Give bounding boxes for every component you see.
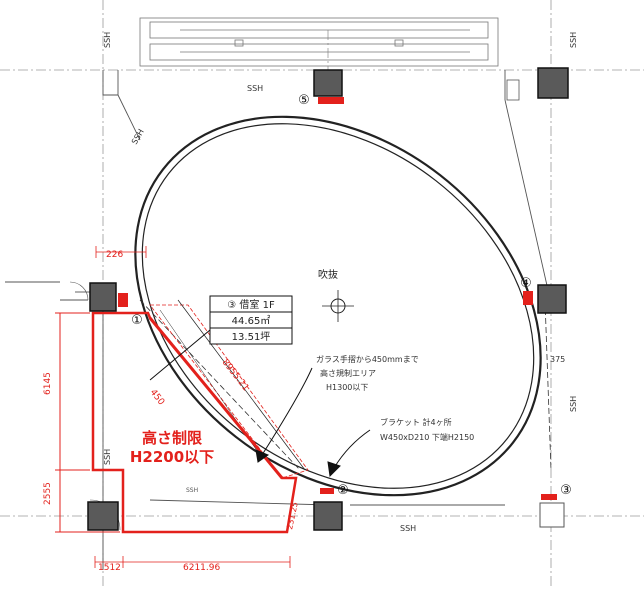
ssh-label: SSH	[247, 84, 263, 93]
escalator-area	[139, 17, 499, 67]
marker-3: ③	[560, 483, 572, 498]
dim-top: 226	[106, 250, 123, 260]
area-boundary-dashed	[139, 299, 552, 471]
height-limit-line1: 高さ制限	[142, 429, 202, 447]
marker-2: ②	[337, 483, 349, 498]
dim-right: 375	[550, 355, 565, 364]
void-ellipse	[134, 115, 542, 497]
room-area-m2: 44.65㎡	[232, 315, 271, 327]
ssh-label: SSH	[569, 396, 578, 412]
height-limit-region	[55, 311, 298, 534]
height-limit-line2: H2200以下	[130, 448, 214, 466]
ssh-label: SSH	[130, 127, 146, 146]
dim-bottom-left: 1512	[98, 563, 121, 573]
glass-annotation: ガラス手摺から450mmまで 高さ規制エリア H1300以下	[316, 354, 419, 392]
marker-5: ⑤	[298, 93, 310, 108]
center-label: 吹抜	[318, 268, 338, 281]
height-limit-label: 高さ制限 H2200以下	[130, 429, 214, 466]
structural-columns	[87, 67, 569, 531]
dimension-lines	[94, 246, 291, 568]
dim-left-upper: 6145	[43, 372, 53, 395]
bracket-annotation: ブラケット 計4ヶ所 W450xD210 下端H2150	[380, 417, 474, 442]
ssh-label: SSH	[103, 32, 112, 48]
grid-markers: ① ② ③ ④ ⑤	[131, 93, 572, 498]
ssh-label: SSH	[103, 449, 112, 465]
marker-1: ①	[131, 313, 143, 328]
ssh-label: SSH	[400, 524, 416, 533]
dim-left-lower: 2555	[43, 482, 53, 505]
bracket-marks	[118, 97, 557, 500]
dim-bottom-right: 6211.96	[183, 563, 220, 573]
marker-4: ④	[520, 276, 532, 291]
ssh-label: SSH	[569, 32, 578, 48]
glass-annotation-line2: 高さ規制エリア	[320, 368, 376, 378]
room-info-box: ③ 借室 1F 44.65㎡ 13.51坪	[209, 295, 293, 345]
room-area-tsubo: 13.51坪	[232, 330, 271, 343]
ssh-label: SSH	[186, 487, 198, 494]
glass-annotation-line1: ガラス手摺から450mmまで	[316, 354, 419, 364]
room-title: ③ 借室 1F	[227, 298, 275, 311]
bracket-annotation-line1: ブラケット 計4ヶ所	[380, 417, 452, 427]
glass-annotation-line3: H1300以下	[326, 383, 368, 392]
bracket-annotation-line2: W450xD210 下端H2150	[380, 432, 474, 442]
leader-lines	[149, 329, 371, 478]
dim-diag-small: 450	[148, 388, 167, 408]
dim-diagonal: 8955.21	[220, 358, 251, 393]
center-mark	[322, 290, 354, 322]
